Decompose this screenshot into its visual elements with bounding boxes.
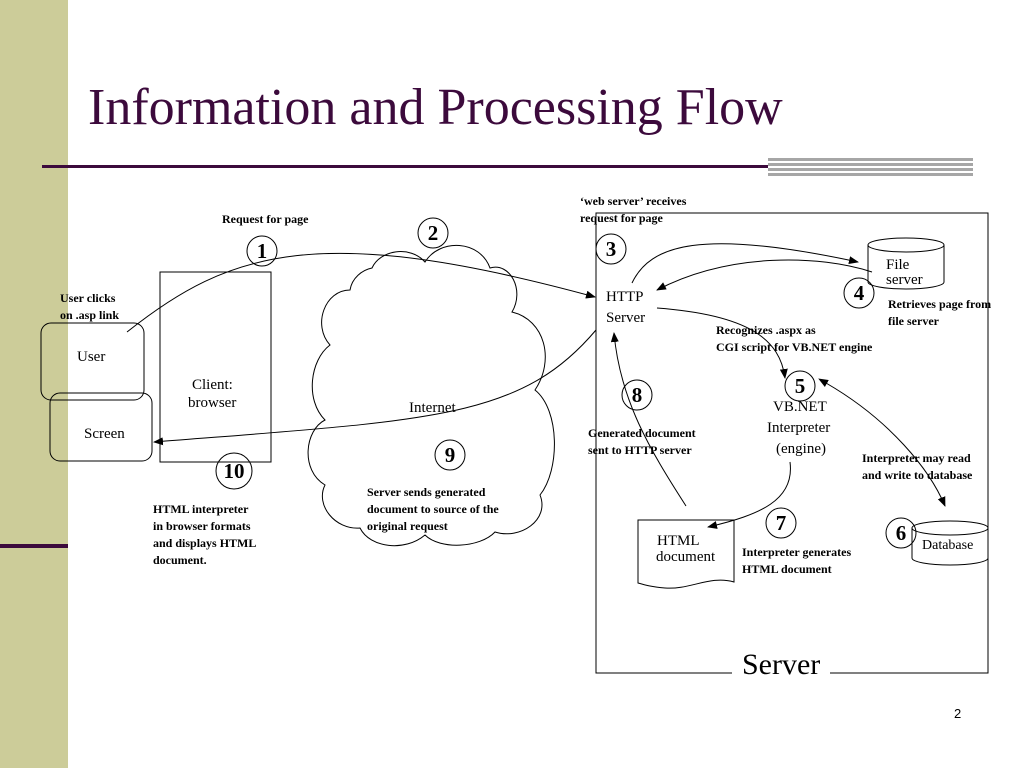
database-cylinder	[911, 520, 989, 566]
step-circle-3	[595, 233, 627, 265]
http-server-label-line2: Server	[606, 310, 646, 326]
note-recognizes-line2: CGI script for VB.NET engine	[716, 340, 873, 354]
client-label-line2: browser	[188, 395, 237, 411]
step-number-2: 2	[427, 221, 439, 245]
note-web-server-receives-line2: request for page	[580, 211, 663, 225]
note-generated-line2: sent to HTTP server	[588, 443, 692, 457]
note-interpreter-db-line2: and write to database	[862, 468, 973, 482]
screen-label: Screen	[84, 426, 125, 442]
screen-box	[49, 392, 153, 462]
note-user-clicks-line1: User clicks	[60, 291, 116, 305]
slide-title: Information and Processing Flow	[88, 79, 783, 136]
left-accent-bar	[0, 0, 68, 768]
note-interpreter-generates-line1: Interpreter generates	[742, 545, 852, 559]
note-html-interpreter-line4: document.	[153, 553, 207, 567]
title-accent-block	[768, 158, 973, 178]
arrow-htmldoc-to-http	[610, 332, 687, 507]
note-server-sends-line3: original request	[367, 519, 448, 533]
file-server-cylinder	[867, 237, 945, 290]
step-number-1: 1	[256, 239, 268, 263]
note-html-interpreter-line2: in browser formats	[153, 519, 251, 533]
internet-cloud	[307, 245, 555, 547]
note-user-clicks-line2: on .asp link	[60, 308, 120, 322]
step-circle-6	[885, 517, 917, 549]
vbnet-label-line1: VB.NET	[773, 399, 827, 415]
http-server-label-line1: HTTP	[606, 289, 644, 305]
note-request-for-page: Request for page	[222, 212, 309, 226]
left-accent-divider	[0, 544, 68, 548]
page-number: 2	[954, 706, 962, 721]
step-circle-8	[621, 379, 653, 411]
step-number-6: 6	[895, 521, 907, 545]
note-server-sends-line2: document to source of the	[367, 502, 499, 516]
html-document-label-line1: HTML	[657, 533, 700, 549]
step-number-3: 3	[605, 237, 617, 261]
note-html-interpreter-line1: HTML interpreter	[153, 502, 249, 516]
step-circle-2	[417, 217, 449, 249]
note-server-sends-line1: Server sends generated	[367, 485, 486, 499]
arrow-fileserver-to-http	[656, 259, 873, 291]
arrow-http-to-fileserver	[631, 243, 859, 284]
server-region-label: Server	[732, 648, 831, 682]
step-circle-7	[765, 507, 797, 539]
step-circle-10	[215, 452, 253, 490]
step-number-5: 5	[794, 374, 806, 398]
html-document-shape	[637, 519, 735, 589]
note-retrieves-line1: Retrieves page from	[888, 297, 992, 311]
note-web-server-receives-line1: ‘web server’ receives	[580, 194, 687, 208]
title-rule	[42, 165, 972, 168]
arrow-response	[153, 329, 597, 446]
arrow-vbnet-database	[818, 378, 946, 507]
html-document-label-line2: document	[656, 549, 716, 565]
client-label-line1: Client:	[192, 377, 233, 393]
step-number-9: 9	[444, 443, 456, 467]
note-recognizes-line1: Recognizes .aspx as	[716, 323, 816, 337]
arrow-request	[126, 252, 596, 333]
step-circle-9	[434, 439, 466, 471]
client-browser-box	[159, 271, 272, 463]
vbnet-label-line2: Interpreter	[767, 420, 831, 436]
file-server-label-line2: server	[886, 272, 923, 288]
step-circle-4	[843, 277, 875, 309]
step-number-4: 4	[853, 281, 865, 305]
step-number-8: 8	[631, 383, 643, 407]
note-interpreter-generates-line2: HTML document	[742, 562, 832, 576]
note-interpreter-db-line1: Interpreter may read	[862, 451, 971, 465]
step-number-7: 7	[775, 511, 787, 535]
internet-label: Internet	[409, 400, 456, 416]
note-retrieves-line2: file server	[888, 314, 939, 328]
step-circle-5	[784, 370, 816, 402]
note-html-interpreter-line3: and displays HTML	[153, 536, 257, 550]
user-label: User	[77, 349, 106, 365]
file-server-label-line1: File	[886, 257, 910, 273]
vbnet-label-line3: (engine)	[776, 441, 826, 457]
note-generated-line1: Generated document	[588, 426, 696, 440]
step-number-10: 10	[223, 459, 245, 483]
database-label: Database	[922, 538, 974, 553]
user-box	[40, 322, 145, 401]
arrow-http-to-vbnet	[656, 307, 788, 379]
arrow-vbnet-to-htmldoc	[707, 461, 791, 529]
step-circle-1	[246, 235, 278, 267]
